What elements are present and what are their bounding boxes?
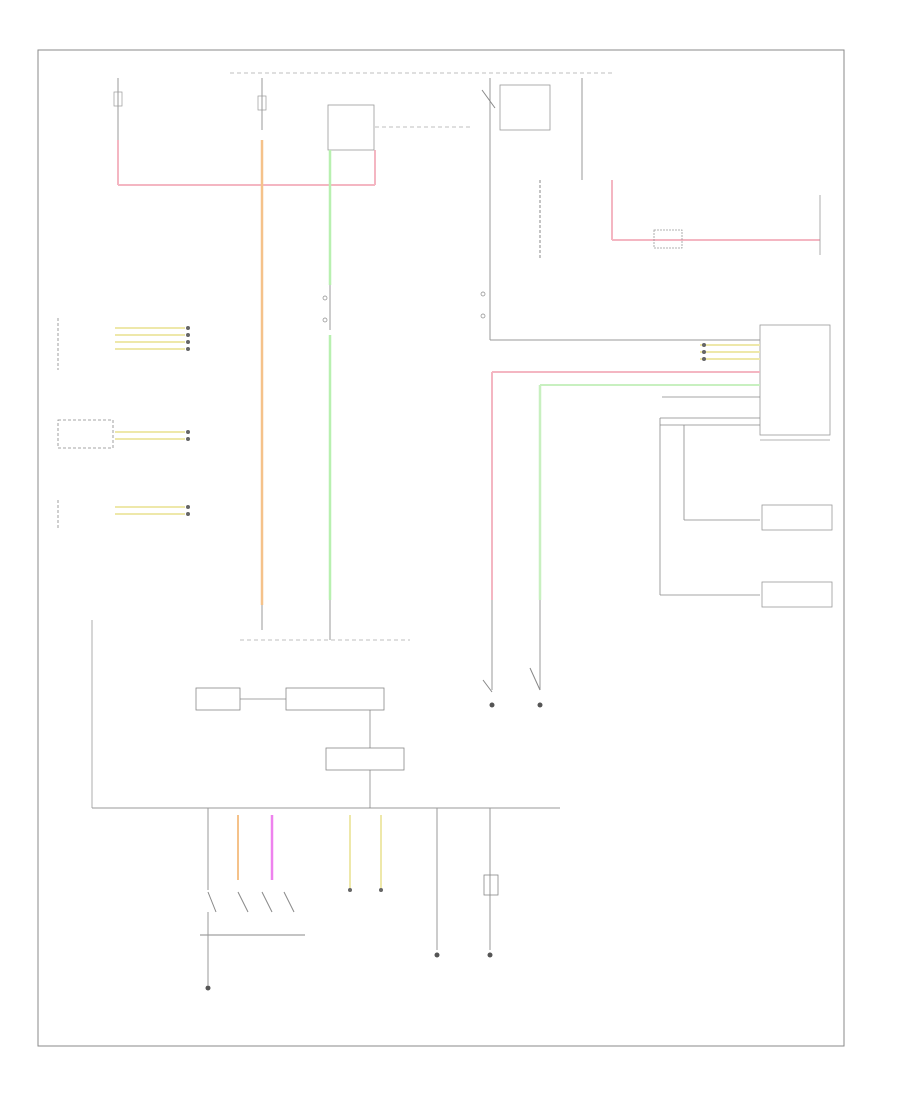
fuse-icon: [113, 91, 123, 107]
control-module: [91, 605, 560, 809]
right-pink-feed: [581, 78, 821, 255]
green-wire: [322, 150, 332, 640]
connector-icon: [653, 229, 683, 249]
ground-icon: [537, 702, 543, 708]
connector-icon: [483, 874, 499, 896]
left-connector-group-1: [57, 318, 190, 370]
left-connector-group-2: [57, 419, 190, 449]
orange-wire: [257, 78, 267, 605]
bottom-harness: [200, 808, 499, 991]
module-box: [195, 687, 241, 711]
relay-box: [327, 104, 470, 151]
fuse-feed-left: [113, 78, 376, 186]
module-box: [325, 747, 405, 771]
switch-icon: [529, 667, 541, 691]
sensor-boxes: [760, 439, 833, 608]
ground-icon: [489, 702, 495, 708]
ground-icon: [487, 952, 493, 958]
fuse-icon: [257, 95, 267, 111]
module-box: [285, 687, 385, 711]
switches-center: [482, 600, 543, 708]
left-connector-group-3: [57, 500, 190, 530]
diagram-frame: [37, 49, 845, 1047]
ground-icon: [434, 952, 440, 958]
right-module-connector: [491, 324, 831, 600]
ground-icon: [205, 985, 211, 991]
center-black-wire: [480, 78, 760, 341]
